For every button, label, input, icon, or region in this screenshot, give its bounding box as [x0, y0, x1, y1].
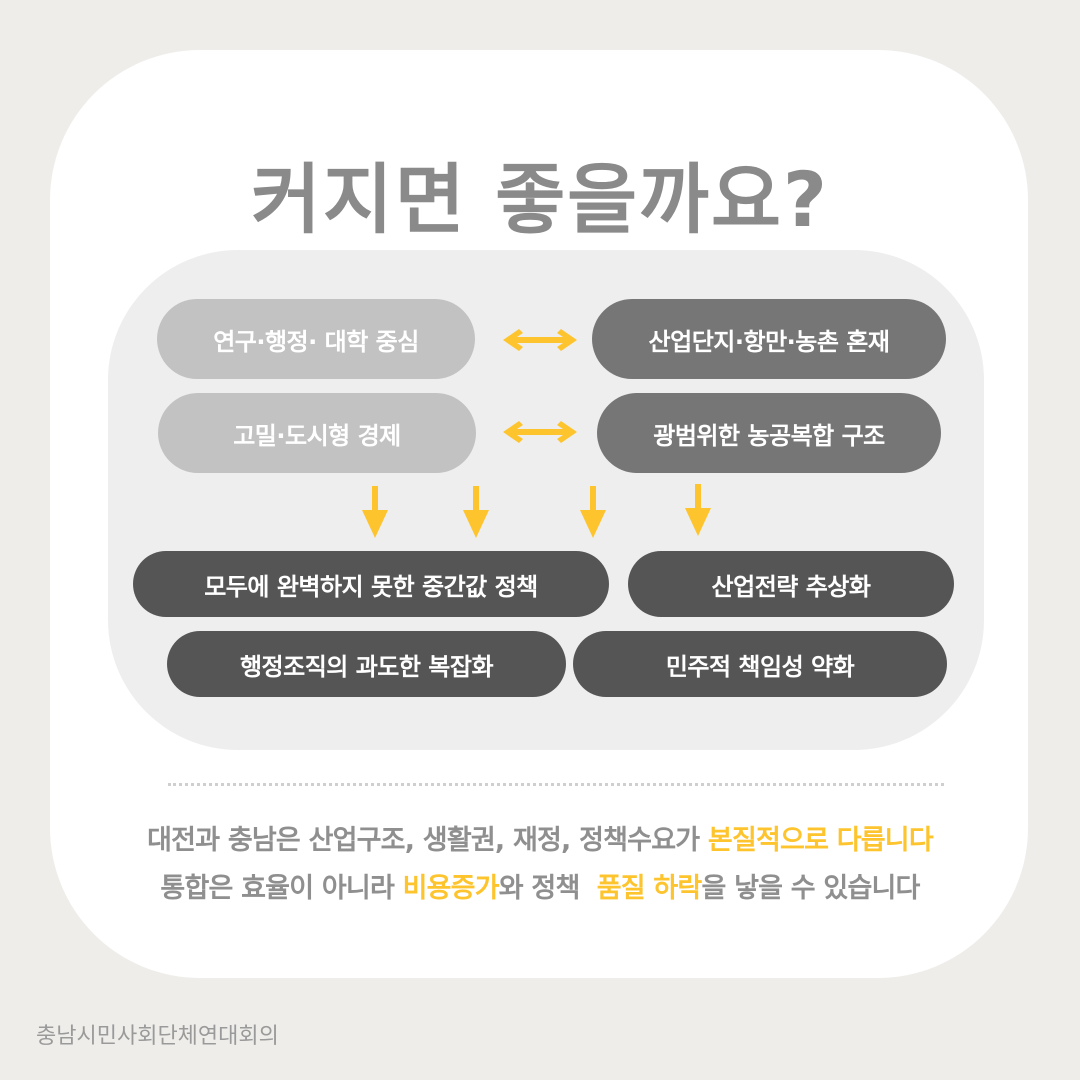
summary-text: 와 정책: [498, 873, 597, 904]
pill-chungnam-agro: 광범위한 농공복합 구조: [597, 393, 941, 473]
summary-highlight: 본질적으로 다릅니다: [707, 825, 934, 856]
summary-highlight: 품질 하락: [596, 873, 703, 904]
summary-highlight: 비용증가: [402, 873, 500, 904]
summary-text: 을 낳을 수 있습니다: [701, 873, 920, 904]
pill-daejeon-research: 연구·행정· 대학 중심: [157, 299, 475, 379]
summary-line-2: 통합은 효율이 아니라 비용증가와 정책 품질 하락을 낳을 수 있습니다: [0, 866, 1080, 905]
down-arrow-icon: [362, 486, 388, 538]
summary-text: 대전과 충남은 산업구조, 생활권, 재정, 정책수요가: [147, 825, 708, 856]
pill-outcome-compromise-policy: 모두에 완벽하지 못한 중간값 정책: [133, 551, 609, 617]
down-arrow-icon: [685, 484, 711, 536]
summary-line-1: 대전과 충남은 산업구조, 생활권, 재정, 정책수요가 본질적으로 다릅니다: [0, 818, 1080, 857]
dotted-divider: [168, 783, 944, 786]
pill-chungnam-industry: 산업단지·항만·농촌 혼재: [592, 299, 946, 379]
double-arrow-icon: [503, 421, 577, 443]
pill-outcome-abstract-strategy: 산업전략 추상화: [628, 551, 954, 617]
down-arrow-icon: [463, 486, 489, 538]
pill-outcome-admin-complexity: 행정조직의 과도한 복잡화: [167, 631, 566, 697]
double-arrow-icon: [503, 329, 577, 351]
down-arrow-icon: [580, 486, 606, 538]
pill-daejeon-urban: 고밀·도시형 경제: [158, 393, 476, 473]
page-title: 커지면 좋을까요?: [251, 155, 829, 244]
summary-text: 통합은 효율이 아니라: [160, 873, 403, 904]
pill-outcome-accountability: 민주적 책임성 약화: [573, 631, 947, 697]
footer-organization: 충남시민사회단체연대회의: [36, 1024, 279, 1049]
